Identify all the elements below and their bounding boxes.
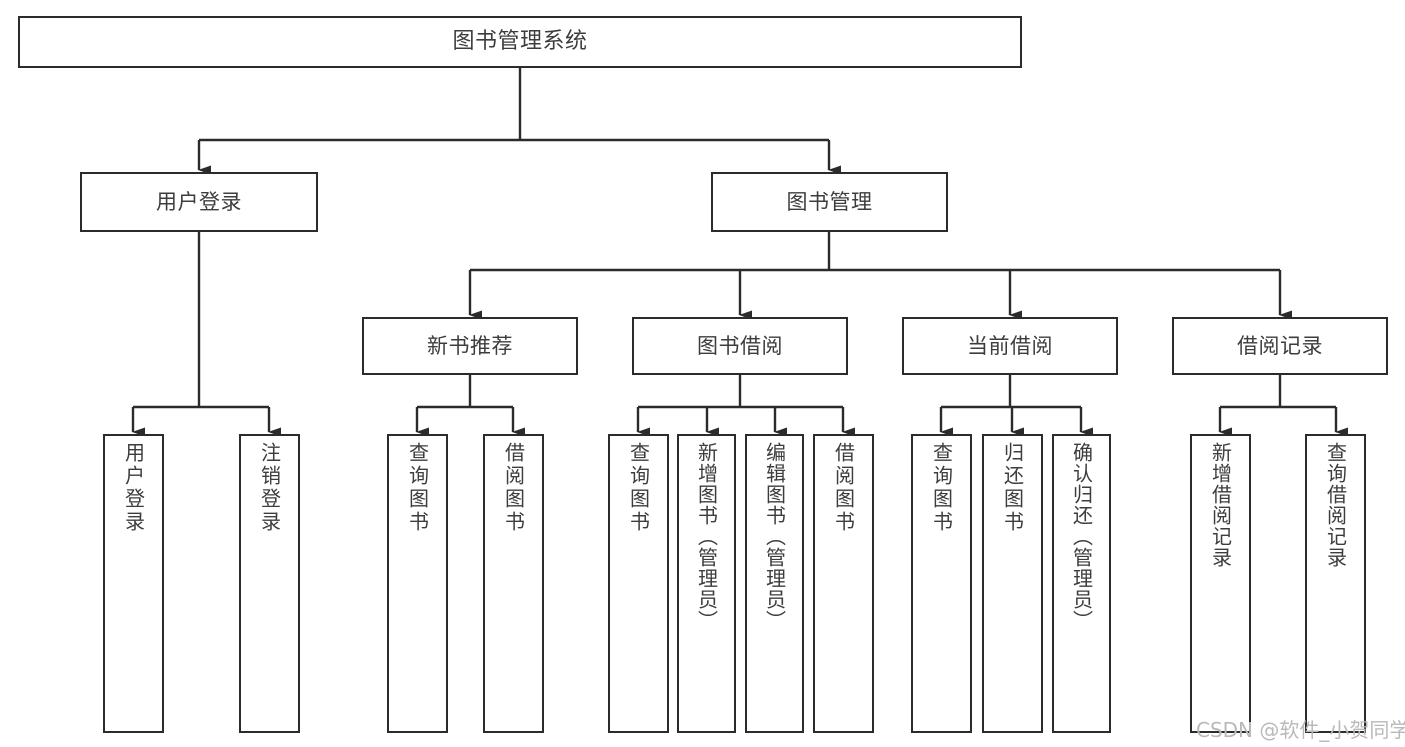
node-leaf-query-record-label: 查询借阅记录 <box>1323 442 1348 568</box>
node-leaf-borrow-book-2-label: 借阅图书 <box>831 442 856 534</box>
node-book-borrow-label: 图书借阅 <box>697 333 783 358</box>
node-leaf-logout-login[interactable]: 注销登录 <box>239 434 300 733</box>
node-leaf-user-login-label: 用户登录 <box>121 442 146 534</box>
node-leaf-confirm-return-label: 确认归还（管理员） <box>1069 442 1094 631</box>
node-user-login-label: 用户登录 <box>156 189 242 214</box>
node-leaf-query-record[interactable]: 查询借阅记录 <box>1305 434 1366 733</box>
node-leaf-add-book[interactable]: 新增图书（管理员） <box>677 434 736 733</box>
node-leaf-query-book-3[interactable]: 查询图书 <box>911 434 972 733</box>
node-leaf-query-book-1[interactable]: 查询图书 <box>387 434 448 733</box>
node-new-book-recommend-label: 新书推荐 <box>427 333 513 358</box>
node-leaf-return-book-label: 归还图书 <box>1000 442 1025 534</box>
node-leaf-edit-book[interactable]: 编辑图书（管理员） <box>745 434 804 733</box>
watermark: CSDN @软件_小贺同学 <box>1196 718 1405 742</box>
node-current-borrow[interactable]: 当前借阅 <box>902 317 1118 375</box>
node-new-book-recommend[interactable]: 新书推荐 <box>362 317 578 375</box>
node-root[interactable]: 图书管理系统 <box>18 16 1022 68</box>
node-leaf-user-login[interactable]: 用户登录 <box>103 434 164 733</box>
node-leaf-query-book-3-label: 查询图书 <box>929 442 954 534</box>
node-leaf-query-book-2-label: 查询图书 <box>626 442 651 534</box>
node-leaf-borrow-book-1-label: 借阅图书 <box>501 442 526 534</box>
node-leaf-confirm-return[interactable]: 确认归还（管理员） <box>1052 434 1111 733</box>
node-leaf-borrow-book-2[interactable]: 借阅图书 <box>813 434 874 733</box>
node-leaf-add-record-label: 新增借阅记录 <box>1208 442 1233 568</box>
node-leaf-borrow-book-1[interactable]: 借阅图书 <box>483 434 544 733</box>
node-leaf-logout-login-label: 注销登录 <box>257 442 282 534</box>
node-leaf-edit-book-label: 编辑图书（管理员） <box>762 442 787 631</box>
node-root-label: 图书管理系统 <box>452 29 588 55</box>
node-current-borrow-label: 当前借阅 <box>967 333 1053 358</box>
node-leaf-return-book[interactable]: 归还图书 <box>982 434 1043 733</box>
node-book-manage-label: 图书管理 <box>786 189 873 214</box>
node-book-borrow[interactable]: 图书借阅 <box>632 317 848 375</box>
node-leaf-add-record[interactable]: 新增借阅记录 <box>1190 434 1251 733</box>
node-user-login[interactable]: 用户登录 <box>80 172 318 232</box>
node-leaf-query-book-1-label: 查询图书 <box>405 442 430 534</box>
node-leaf-add-book-label: 新增图书（管理员） <box>694 442 719 631</box>
node-borrow-record-label: 借阅记录 <box>1237 333 1323 358</box>
node-borrow-record[interactable]: 借阅记录 <box>1172 317 1388 375</box>
node-book-manage[interactable]: 图书管理 <box>711 172 948 232</box>
node-leaf-query-book-2[interactable]: 查询图书 <box>608 434 669 733</box>
